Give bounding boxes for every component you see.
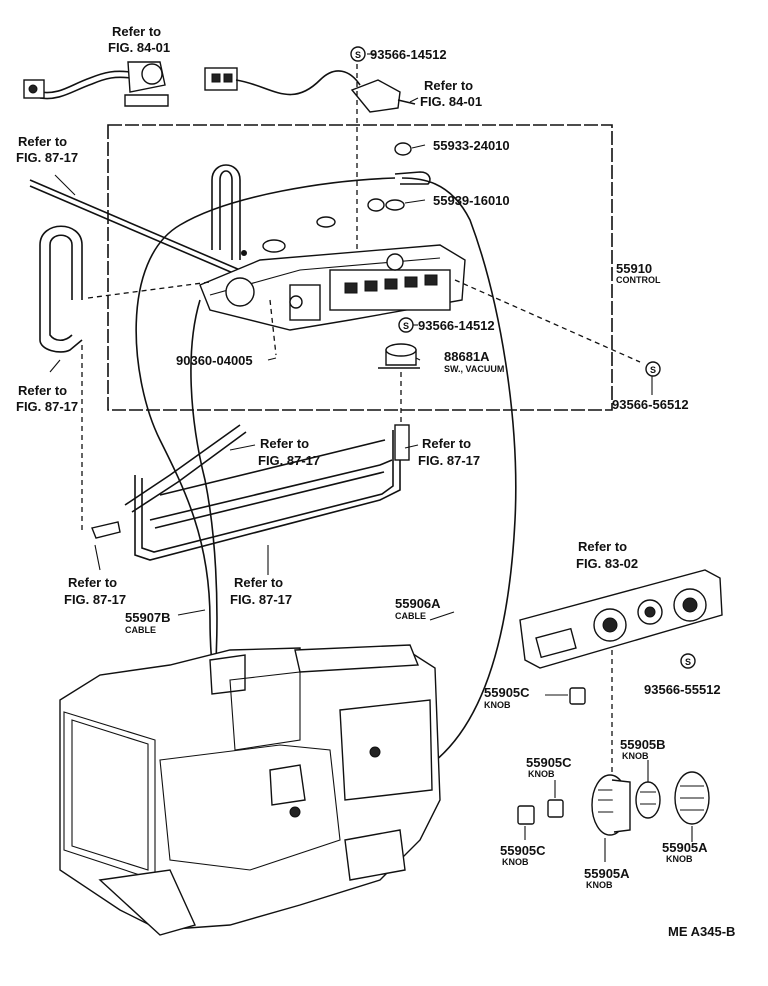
ref-top-right: Refer to FIG. 84-01 <box>420 78 482 109</box>
knob-leaders <box>49 53 693 862</box>
part-55905a-right-name: KNOB <box>666 854 693 864</box>
part-55939-16010: 55939-16010 <box>433 193 510 208</box>
svg-text:FIG. 87-17: FIG. 87-17 <box>230 592 292 607</box>
svg-text:Refer to: Refer to <box>18 383 67 398</box>
part-88681a: 88681A <box>444 349 490 364</box>
ref-top-left: Refer to FIG. 84-01 <box>108 24 170 55</box>
drawing-code: ME A345-B <box>668 924 735 939</box>
knob-55905c-pair <box>517 799 564 825</box>
part-55905c-2-name: KNOB <box>528 769 555 779</box>
knob-55905a-large <box>591 774 631 836</box>
svg-text:Refer to: Refer to <box>578 539 627 554</box>
knob-55905b <box>635 781 661 819</box>
part-55906a: 55906A <box>395 596 441 611</box>
rod-upper-left <box>29 164 241 277</box>
ref-bottom-mid: Refer to FIG. 87-17 <box>230 575 292 607</box>
svg-text:Refer to: Refer to <box>424 78 473 93</box>
heater-unit <box>59 644 441 936</box>
svg-text:FIG. 83-02: FIG. 83-02 <box>576 556 638 571</box>
ref-bottom-left: Refer to FIG. 87-17 <box>64 575 126 607</box>
vacuum-switch <box>378 343 420 430</box>
part-55905c-3-name: KNOB <box>502 857 529 867</box>
svg-text:S: S <box>650 365 656 375</box>
ref-mid-right: Refer to FIG. 87-17 <box>418 436 480 468</box>
s-symbol-right: S <box>645 361 661 377</box>
part-93566-56512: 93566-56512 <box>612 397 689 412</box>
svg-text:Refer to: Refer to <box>234 575 283 590</box>
u-hose-left <box>39 225 83 353</box>
svg-text:FIG. 87-17: FIG. 87-17 <box>418 453 480 468</box>
part-55905c-1-name: KNOB <box>484 700 511 710</box>
part-55905a-large: 55905A <box>584 866 630 881</box>
svg-text:FIG. 87-17: FIG. 87-17 <box>64 592 126 607</box>
ref-panel: Refer to FIG. 83-02 <box>576 539 638 571</box>
svg-text:S: S <box>355 50 361 60</box>
svg-text:FIG. 84-01: FIG. 84-01 <box>108 40 170 55</box>
control-unit-55910 <box>199 244 466 331</box>
leader-lines <box>81 279 641 780</box>
ref-mid-left: Refer to FIG. 87-17 <box>258 436 320 468</box>
svg-text:S: S <box>403 321 409 331</box>
control-panel <box>519 569 723 669</box>
part-55905c-1: 55905C <box>484 685 530 700</box>
part-90360-04005: 90360-04005 <box>176 353 253 368</box>
svg-text:FIG. 87-17: FIG. 87-17 <box>16 150 78 165</box>
knob-55905c-small <box>569 687 586 705</box>
part-55910: 55910 <box>616 261 652 276</box>
part-55907b: 55907B <box>125 610 171 625</box>
ref-left-upper: Refer to FIG. 87-17 <box>16 134 78 165</box>
control-assembly-box <box>107 124 613 411</box>
lower-hoses <box>91 424 410 561</box>
part-93566-14512-top: 93566-14512 <box>370 47 447 62</box>
s-symbol-top: S <box>350 46 366 62</box>
connector-top <box>204 67 361 96</box>
part-55905c-3: 55905C <box>500 843 546 858</box>
svg-text:Refer to: Refer to <box>112 24 161 39</box>
s-symbol-mid: S <box>398 317 414 333</box>
svg-text:S: S <box>685 657 691 667</box>
svg-text:FIG. 87-17: FIG. 87-17 <box>258 453 320 468</box>
part-93566-55512: 93566-55512 <box>644 682 721 697</box>
grommets <box>241 142 412 256</box>
svg-text:FIG. 87-17: FIG. 87-17 <box>16 399 78 414</box>
part-55905a-right: 55905A <box>662 840 708 855</box>
ref-left-lower: Refer to FIG. 87-17 <box>16 383 78 414</box>
svg-text:FIG. 84-01: FIG. 84-01 <box>420 94 482 109</box>
part-55906a-name: CABLE <box>395 611 426 621</box>
vacuum-hose-top-left <box>23 61 169 107</box>
svg-text:Refer to: Refer to <box>422 436 471 451</box>
svg-text:Refer to: Refer to <box>260 436 309 451</box>
s-symbol-panel: S <box>680 653 696 669</box>
part-55905b: 55905B <box>620 737 666 752</box>
part-55933-24010: 55933-24010 <box>433 138 510 153</box>
part-93566-14512-mid: 93566-14512 <box>418 318 495 333</box>
part-88681a-name: SW., VACUUM <box>444 364 504 374</box>
part-55910-name: CONTROL <box>616 275 661 285</box>
part-55905b-name: KNOB <box>622 751 649 761</box>
svg-text:Refer to: Refer to <box>68 575 117 590</box>
actuator-top-right <box>350 79 416 113</box>
knob-55905a-right <box>674 771 710 825</box>
part-55905a-large-name: KNOB <box>586 880 613 890</box>
part-55907b-name: CABLE <box>125 625 156 635</box>
part-55905c-2: 55905C <box>526 755 572 770</box>
svg-text:Refer to: Refer to <box>18 134 67 149</box>
